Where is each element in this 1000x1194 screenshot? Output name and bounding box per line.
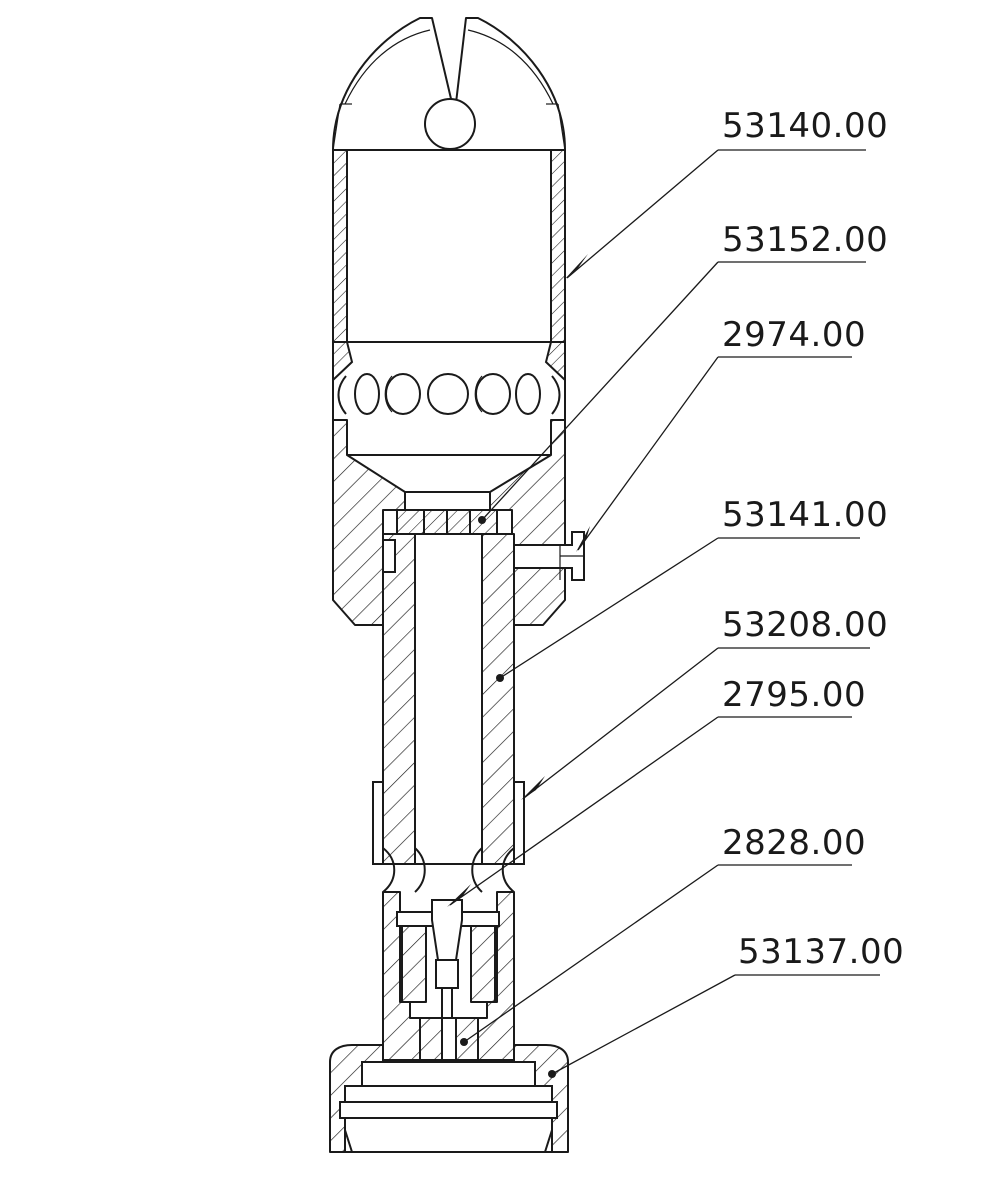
label-53141: 53141.00 xyxy=(722,495,888,535)
ball-hole-icon xyxy=(424,98,476,150)
label-53140: 53140.00 xyxy=(722,106,888,146)
label-53137: 53137.00 xyxy=(738,932,904,972)
union-nut xyxy=(329,1044,569,1153)
label-2974: 2974.00 xyxy=(722,315,866,355)
spray-holes xyxy=(337,373,561,415)
arrow-icon xyxy=(564,254,588,280)
filter-disc xyxy=(383,509,512,535)
label-53208: 53208.00 xyxy=(722,605,888,645)
valve-pin xyxy=(431,899,463,961)
part-labels: 53140.00 53152.00 2974.00 53141.00 53208… xyxy=(722,106,904,972)
leaders xyxy=(447,149,880,1078)
valve-housing xyxy=(382,891,515,1061)
label-2828: 2828.00 xyxy=(722,823,866,863)
tube-body xyxy=(382,533,515,865)
label-2795: 2795.00 xyxy=(722,675,866,715)
label-53152: 53152.00 xyxy=(722,220,888,260)
grub-screw xyxy=(502,531,585,581)
clamp-sleeve xyxy=(372,781,525,893)
